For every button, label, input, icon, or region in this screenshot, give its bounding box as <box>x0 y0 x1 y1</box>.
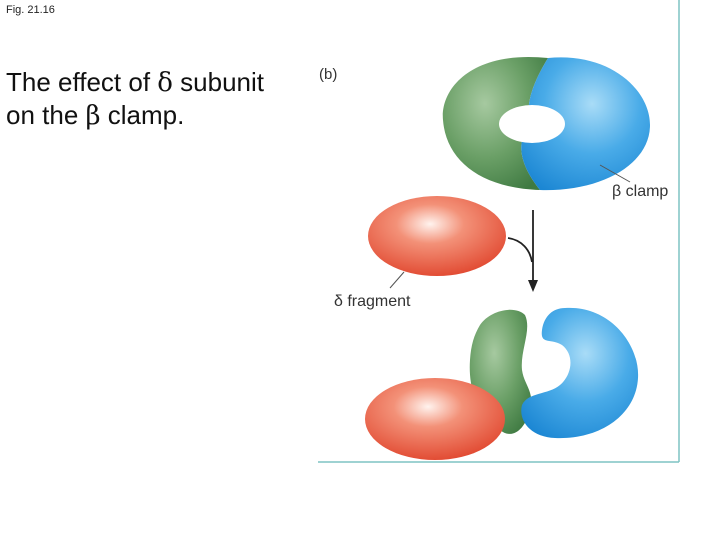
title-line-1-suffix: subunit <box>172 67 265 97</box>
blue-subunit-closed <box>521 57 650 191</box>
clamp-center-hole <box>499 105 565 143</box>
beta-clamp-leader <box>599 164 631 183</box>
figure-number: Fig. 21.16 <box>6 4 55 16</box>
title-line-2-prefix: on the <box>6 100 86 130</box>
beta-clamp-label: β clamp <box>612 183 668 200</box>
blue-subunit-open <box>521 307 639 439</box>
delta-symbol: δ <box>157 68 173 98</box>
green-subunit-closed <box>442 56 548 191</box>
title-line-2-suffix: clamp. <box>100 100 185 130</box>
beta-symbol: β <box>85 101 101 131</box>
title-line-2: on the β clamp. <box>6 99 306 132</box>
binding-arrow-head <box>528 280 538 292</box>
panel-label: (b) <box>319 66 337 83</box>
delta-fragment-bound <box>365 378 505 460</box>
title-line-1-prefix: The effect of <box>6 67 158 97</box>
binding-arrow-curve <box>507 237 533 263</box>
delta-fragment-label: δ fragment <box>334 293 411 310</box>
delta-fragment-free <box>368 196 506 276</box>
delta-fragment-leader <box>389 271 405 289</box>
title-line-1: The effect of δ subunit <box>6 66 306 99</box>
closed-beta-clamp <box>442 56 650 191</box>
slide-title: The effect of δ subunit on the β clamp. <box>6 66 306 132</box>
